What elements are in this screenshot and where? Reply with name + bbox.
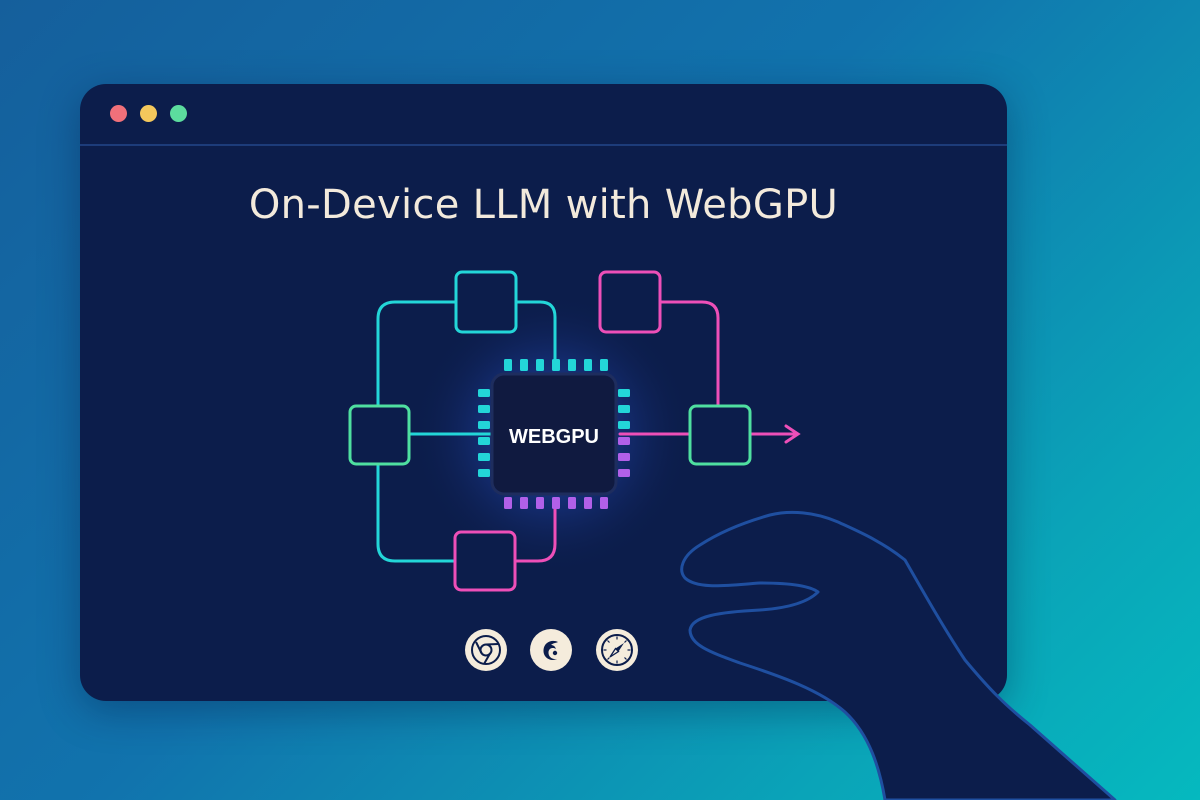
chip-label: WEBGPU: [509, 426, 599, 448]
chip-pin: [618, 389, 630, 397]
maximize-dot-icon[interactable]: [170, 105, 187, 122]
chip-pin: [478, 421, 490, 429]
chip-pin: [618, 437, 630, 445]
chip-pin: [568, 497, 576, 509]
chip-pin: [536, 497, 544, 509]
firefox-icon[interactable]: [530, 629, 572, 671]
chip-pin: [478, 469, 490, 477]
chip-pin: [584, 359, 592, 371]
link-bottom-left: [376, 464, 457, 563]
chip-pin: [478, 453, 490, 461]
chip-pin: [478, 437, 490, 445]
chip-pin: [552, 359, 560, 371]
chip-pin: [504, 359, 512, 371]
chip-pin: [552, 497, 560, 509]
link-top-left: [376, 300, 460, 408]
link-bottom-chip: [515, 502, 557, 563]
chip-pin: [520, 497, 528, 509]
chip-pin: [478, 389, 490, 397]
node-bottom: [453, 530, 517, 592]
browser-window: On-Device LLM with WebGPU: [80, 84, 1007, 701]
page-title: On-Device LLM with WebGPU: [248, 182, 839, 228]
node-right: [688, 404, 752, 466]
close-dot-icon[interactable]: [110, 105, 127, 122]
node-top-left: [454, 270, 518, 334]
chip-pin: [568, 359, 576, 371]
chip-pin: [600, 359, 608, 371]
chip-pin: [478, 405, 490, 413]
chip-pin: [536, 359, 544, 371]
node-top-right: [598, 270, 662, 334]
chip-pin: [618, 469, 630, 477]
output-arrow-head: [784, 424, 801, 444]
chrome-icon[interactable]: [465, 629, 507, 671]
minimize-dot-icon[interactable]: [140, 105, 157, 122]
chip-pin: [618, 453, 630, 461]
chip-pins: [478, 359, 630, 509]
chip-pin: [584, 497, 592, 509]
chip-pin: [504, 497, 512, 509]
link-top-right: [658, 300, 720, 408]
gpu-network-diagram: WEBGPU: [348, 270, 801, 592]
webgpu-chip: [490, 372, 618, 496]
node-left: [348, 404, 411, 466]
window-titlebar: [80, 84, 1007, 146]
link-top-chip: [514, 300, 557, 366]
safari-icon[interactable]: [596, 629, 638, 671]
chip-pin: [520, 359, 528, 371]
chip-pin: [618, 405, 630, 413]
chip-pin: [618, 421, 630, 429]
chip-pin: [600, 497, 608, 509]
